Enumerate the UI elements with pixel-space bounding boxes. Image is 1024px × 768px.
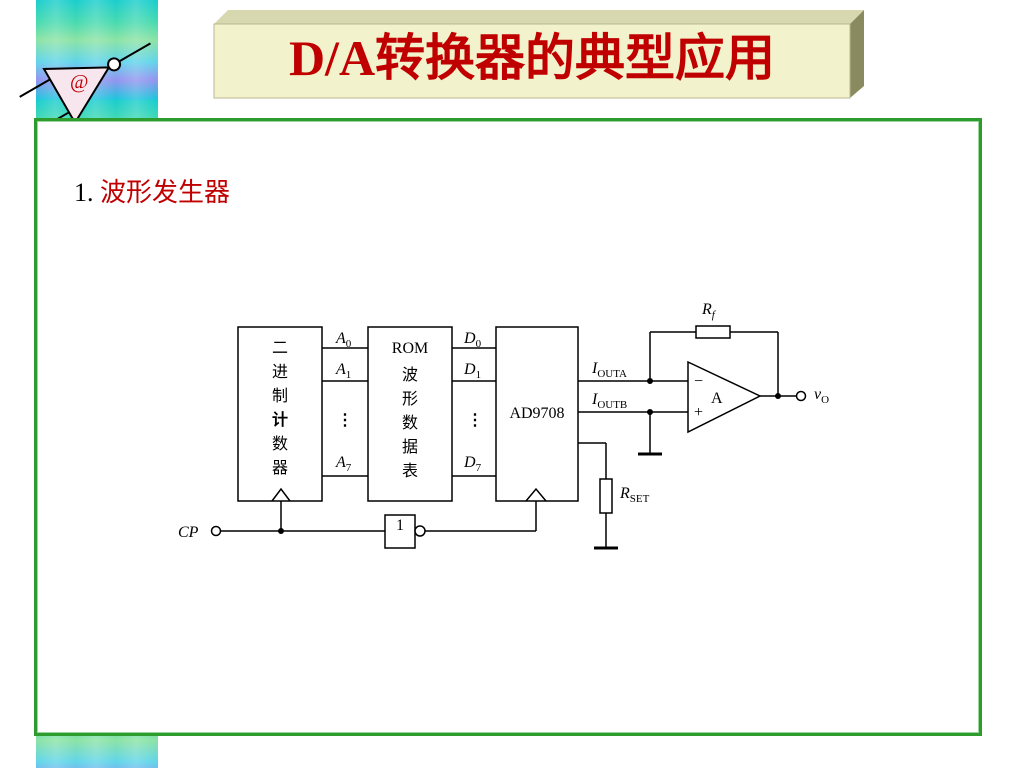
label-iouta: IOUTA xyxy=(591,360,627,380)
section-number: 1. xyxy=(74,178,94,207)
inverter-box xyxy=(384,514,416,549)
label-output: vO xyxy=(814,386,829,406)
label-rset: RSET xyxy=(619,485,650,505)
inverter-label: 1 xyxy=(396,517,404,534)
counter-line-1: 二 xyxy=(272,340,288,357)
rset-resistor xyxy=(599,478,613,514)
label-ioutb: IOUTB xyxy=(591,391,627,411)
logo-text: @ xyxy=(70,71,88,93)
rom-box xyxy=(367,326,453,502)
opamp-triangle xyxy=(687,360,762,434)
section-heading: 1. 波形发生器 xyxy=(74,172,230,209)
rom-title: ROM xyxy=(392,340,428,357)
counter-line-6: 器 xyxy=(272,459,288,477)
rom-line-4: 据 xyxy=(402,438,418,456)
counter-box xyxy=(237,326,323,502)
counter-line-4: 计 xyxy=(272,410,288,429)
counter-line-2: 进 xyxy=(272,363,288,381)
logo-gate-icon: @ xyxy=(19,42,151,131)
page-title: D/A转换器的典型应用 xyxy=(288,30,776,86)
opamp-minus: − xyxy=(694,373,703,390)
label-d7: D7 xyxy=(463,454,482,474)
label-a7: A7 xyxy=(335,454,352,474)
label-d0: D0 xyxy=(463,330,482,350)
content-panel xyxy=(34,118,982,736)
label-rf: Rf xyxy=(701,301,717,321)
rf-resistor xyxy=(695,325,731,339)
data-ellipsis: ⋮ xyxy=(467,412,483,429)
dac-box xyxy=(495,326,579,502)
label-cp: CP xyxy=(178,524,199,541)
label-a1: A1 xyxy=(335,361,351,381)
rom-line-2: 形 xyxy=(402,390,418,408)
opamp-label: A xyxy=(711,390,723,407)
label-a0: A0 xyxy=(335,330,352,350)
title-plaque xyxy=(213,10,864,99)
dac-label: AD9708 xyxy=(509,405,564,422)
opamp-plus: + xyxy=(694,404,703,421)
rom-line-1: 波 xyxy=(402,366,418,384)
counter-line-5: 数 xyxy=(272,435,288,453)
rom-line-3: 数 xyxy=(402,414,418,432)
address-ellipsis: ⋮ xyxy=(337,412,353,429)
rom-line-5: 表 xyxy=(402,462,418,480)
counter-line-3: 制 xyxy=(272,387,288,405)
label-d1: D1 xyxy=(463,361,481,381)
section-title: 波形发生器 xyxy=(100,178,231,207)
